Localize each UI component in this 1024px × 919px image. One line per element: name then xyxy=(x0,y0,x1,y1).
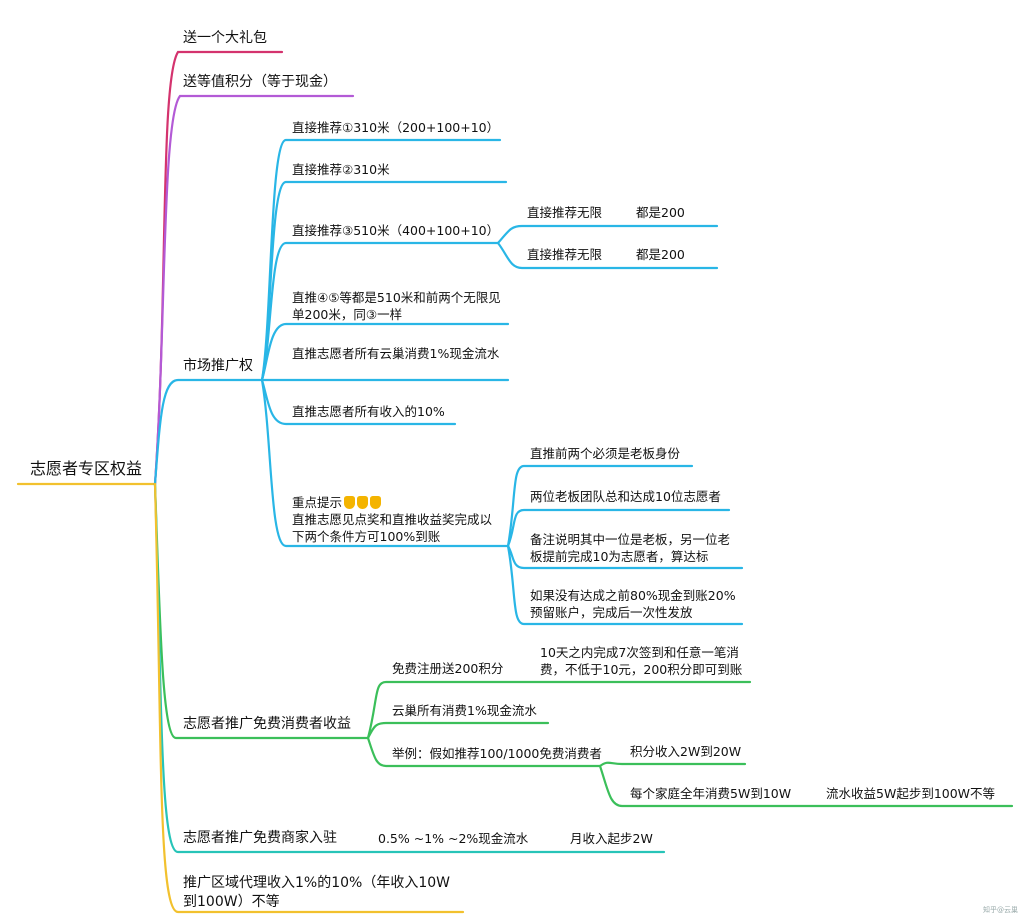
point-down-icon xyxy=(370,496,382,509)
key-reminder-title[interactable]: 重点提示 xyxy=(292,494,382,511)
key-reminder-body[interactable]: 直推志愿见点奖和直推收益奖完成以下两个条件方可100%到账 xyxy=(292,512,493,544)
branch-gift[interactable]: 送一个大礼包 xyxy=(183,30,267,46)
branch-consumer[interactable]: 志愿者推广免费消费者收益 xyxy=(183,716,351,732)
market-recommend-1[interactable]: 直接推荐①310米（200+100+10） xyxy=(292,120,500,135)
consumer-register-condition[interactable]: 10天之内完成7次签到和任意一笔消费，不低于10元，200积分即可到账 xyxy=(540,645,743,677)
r3-child-1-label[interactable]: 直接推荐无限 xyxy=(527,205,603,220)
r3-child-2-label[interactable]: 直接推荐无限 xyxy=(527,247,603,262)
branch-region[interactable]: 推广区域代理收入1%的10%（年收入10W到100W）不等 xyxy=(183,875,450,910)
market-recommend-2[interactable]: 直接推荐②310米 xyxy=(292,162,390,177)
point-down-icon xyxy=(357,496,369,509)
merchant-monthly-income[interactable]: 月收入起步2W xyxy=(570,831,653,846)
key-condition-fallback[interactable]: 如果没有达成之前80%现金到账20%预留账户，完成后一次性发放 xyxy=(530,588,736,620)
branch-merchant[interactable]: 志愿者推广免费商家入驻 xyxy=(183,830,337,846)
example-flow-income[interactable]: 流水收益5W起步到100W不等 xyxy=(826,786,996,801)
key-condition-1[interactable]: 直推前两个必须是老板身份 xyxy=(530,446,681,461)
market-recommend-3[interactable]: 直接推荐③510米（400+100+10） xyxy=(292,223,500,238)
root-topic[interactable]: 志愿者专区权益 xyxy=(30,459,143,478)
r3-child-2-value: 都是200 xyxy=(636,247,685,262)
key-reminder-title-text: 重点提示 xyxy=(292,495,343,510)
market-recommend-5[interactable]: 直推志愿者所有云巢消费1%现金流水 xyxy=(292,346,500,361)
market-recommend-4[interactable]: 直推④⑤等都是510米和前两个无限见单200米，同③一样 xyxy=(292,290,501,322)
market-recommend-6[interactable]: 直推志愿者所有收入的10% xyxy=(292,404,445,419)
branch-market[interactable]: 市场推广权 xyxy=(183,358,253,374)
consumer-register[interactable]: 免费注册送200积分 xyxy=(392,661,504,676)
consumer-cashflow[interactable]: 云巢所有消费1%现金流水 xyxy=(392,703,537,718)
consumer-example[interactable]: 举例：假如推荐100/1000免费消费者 xyxy=(392,746,602,761)
watermark: 知乎@云巢 xyxy=(983,906,1018,914)
branch-points[interactable]: 送等值积分（等于现金） xyxy=(183,74,337,90)
example-points-income[interactable]: 积分收入2W到20W xyxy=(630,744,742,759)
point-down-icon xyxy=(344,496,356,509)
r3-child-1-value: 都是200 xyxy=(636,205,685,220)
key-condition-note[interactable]: 备注说明其中一位是老板，另一位老板提前完成10为志愿者，算达标 xyxy=(530,532,731,564)
example-family-spend[interactable]: 每个家庭全年消费5W到10W xyxy=(630,786,792,801)
key-condition-2[interactable]: 两位老板团队总和达成10位志愿者 xyxy=(530,489,721,504)
merchant-cashflow[interactable]: 0.5% ~1% ~2%现金流水 xyxy=(378,831,529,846)
